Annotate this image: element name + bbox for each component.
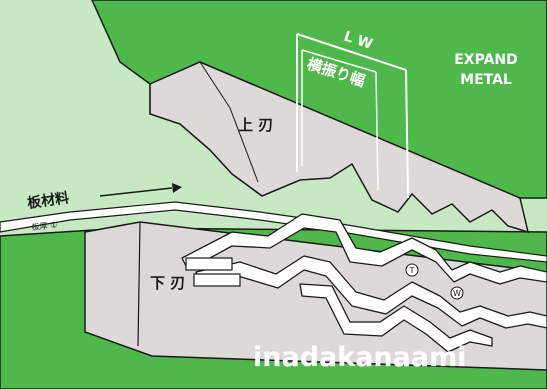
- lw-line-top: [296, 33, 407, 71]
- feed-arrow-line: [99, 187, 173, 197]
- t-marker-label: T: [409, 266, 415, 275]
- lower-blade-edge: [137, 221, 141, 347]
- w-marker-label: W: [453, 289, 461, 298]
- w-marker-circle: [450, 286, 464, 300]
- feed-slot-bottom: [193, 273, 241, 287]
- yokofuri-line-top: [301, 49, 377, 73]
- expand-label-line2: METAL: [460, 72, 512, 88]
- upper-blade-edge: [149, 84, 263, 197]
- upper-blade-ridge: [199, 61, 259, 183]
- expand-label-line1: EXPAND: [454, 52, 518, 68]
- lw-line-right: [405, 69, 409, 199]
- upper-blade-label: 上 刃: [238, 116, 273, 134]
- thickness-label: 板厚 ①: [31, 219, 58, 232]
- sheet-material: [0, 201, 547, 263]
- sheet-material-label: 板材料: [26, 189, 70, 212]
- feed-arrow-head: [172, 183, 182, 193]
- feed-slot-top: [185, 257, 233, 271]
- lower-blade-label: 下 刃: [150, 274, 185, 292]
- expanded-mesh: [181, 213, 547, 353]
- yokofuri-line-right: [375, 71, 379, 191]
- brand-label: inadakanaami: [253, 342, 466, 373]
- t-marker-circle: [405, 263, 419, 277]
